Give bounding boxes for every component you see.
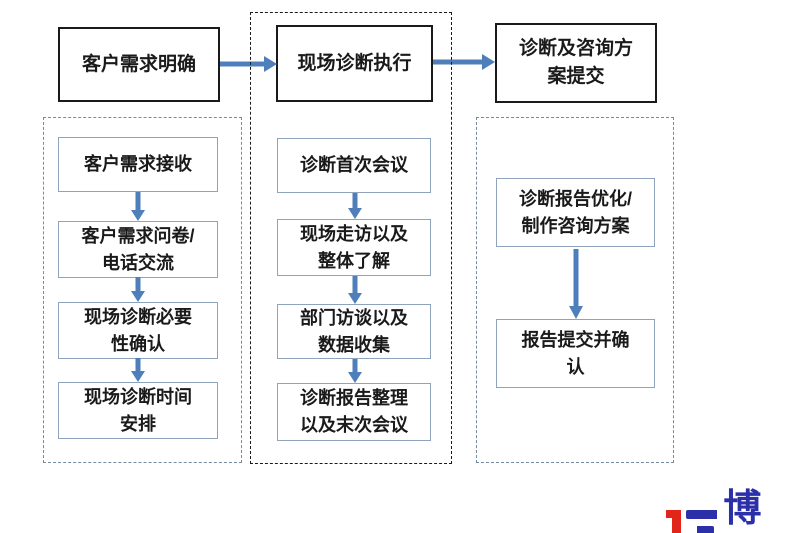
step-box: 诊断首次会议 <box>277 138 431 193</box>
arrow-head <box>131 371 145 382</box>
phase-header-onsite-diagnosis: 现场诊断执行 <box>276 25 433 102</box>
right-arrow-icon <box>220 56 277 72</box>
arrow-head <box>482 54 495 70</box>
arrow-head <box>348 372 362 383</box>
logo-mark-blue-part <box>686 509 718 533</box>
logo-mark-red-part <box>666 509 681 533</box>
step-box: 部门访谈以及 数据收集 <box>277 304 431 359</box>
down-arrow-icon <box>348 193 362 219</box>
step-box: 现场诊断必要 性确认 <box>58 302 218 359</box>
down-arrow-icon <box>348 276 362 304</box>
phase-header-proposal-submission: 诊断及咨询方 案提交 <box>495 23 657 103</box>
step-box: 诊断报告整理 以及末次会议 <box>277 383 431 441</box>
logo-text: 博革 <box>723 488 763 530</box>
arrow-head <box>131 210 145 221</box>
arrow-head <box>348 208 362 219</box>
step-box: 诊断报告优化/ 制作咨询方案 <box>496 178 655 247</box>
down-arrow-icon <box>131 192 145 221</box>
down-arrow-icon <box>569 249 583 319</box>
right-arrow-icon <box>433 54 495 70</box>
phase-container-left <box>43 117 242 463</box>
step-box: 现场诊断时间 安排 <box>58 382 218 439</box>
down-arrow-icon <box>131 358 145 382</box>
step-box: 客户需求接收 <box>58 137 218 192</box>
arrow-head <box>131 291 145 302</box>
down-arrow-icon <box>131 277 145 302</box>
step-box: 客户需求问卷/ 电话交流 <box>58 221 218 278</box>
down-arrow-icon <box>348 359 362 383</box>
arrow-head <box>264 56 277 72</box>
step-box: 报告提交并确 认 <box>496 319 655 388</box>
phase-header-customer-demand: 客户需求明确 <box>58 27 220 102</box>
step-box: 现场走访以及 整体了解 <box>277 219 431 276</box>
arrow-head <box>569 306 583 319</box>
phase-container-right <box>476 117 674 463</box>
logo: 博革 <box>666 487 788 533</box>
logo-mark-icon <box>666 509 718 533</box>
arrow-head <box>348 293 362 304</box>
phase-container-middle <box>250 12 452 464</box>
